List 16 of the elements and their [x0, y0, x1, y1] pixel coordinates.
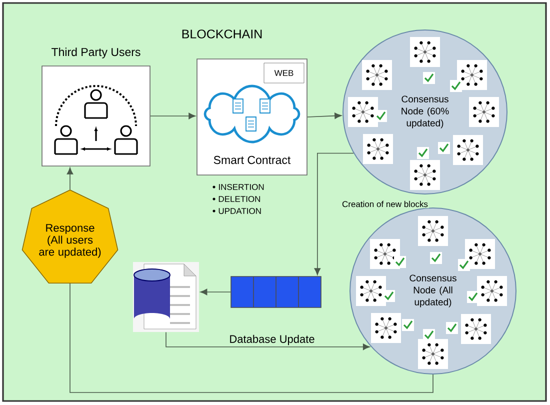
response-heptagon: Response (All users are updated): [22, 190, 118, 284]
box-heading: Third Party Users: [52, 48, 140, 58]
block-chain-bar: [230, 276, 322, 308]
arrow: [200, 288, 231, 296]
arrow: [307, 112, 342, 119]
arrow: [314, 152, 354, 276]
arrow: [166, 332, 370, 350]
tag-box: WEB: [264, 62, 304, 84]
list-item: UPDATION: [212, 208, 261, 214]
diagram-title: BLOCKCHAIN: [182, 30, 262, 38]
edge-label: Database Update: [228, 334, 316, 346]
arrow: [150, 112, 196, 120]
arrow: [66, 167, 74, 190]
database-drawing: [133, 262, 199, 332]
list-item: INSERTION: [212, 184, 264, 190]
list-item: DELETION: [212, 196, 260, 202]
